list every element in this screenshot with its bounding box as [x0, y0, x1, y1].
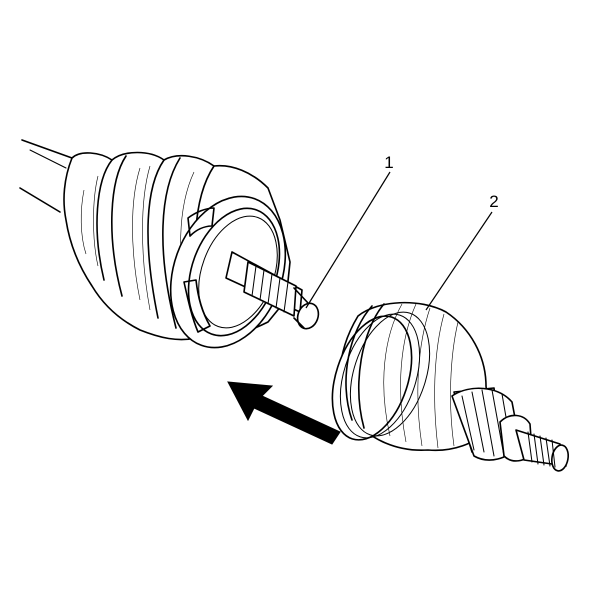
axle-shaft — [19, 139, 73, 213]
stub-shaft — [451, 387, 569, 472]
splined-shaft-end — [225, 251, 320, 330]
callout-leaders — [305, 171, 493, 311]
cv-boot — [63, 151, 291, 349]
leader-line-2 — [425, 211, 493, 311]
direction-arrow — [227, 381, 341, 445]
callout-label-1: 1 — [384, 153, 393, 172]
leader-line-1 — [305, 171, 391, 309]
callout-label-2: 2 — [489, 192, 498, 211]
